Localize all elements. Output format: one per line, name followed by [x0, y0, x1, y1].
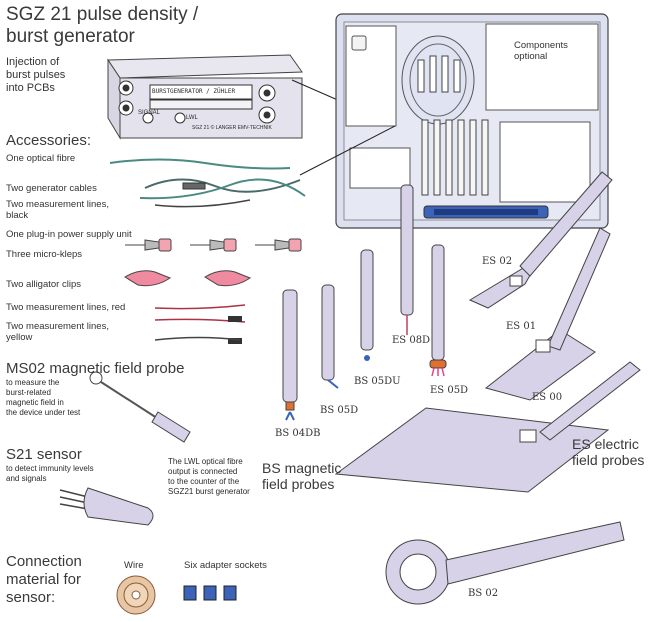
es00-label: ES 00	[532, 392, 563, 403]
bs-heading-line: BS magnetic	[262, 460, 342, 476]
accessory-item: Two measurement lines,	[6, 199, 109, 210]
lwl-note-line: The LWL optical fibre	[168, 457, 243, 466]
accessory-item: Two alligator clips	[6, 279, 81, 290]
micro-kleps	[125, 238, 302, 252]
burst-generator-device	[107, 54, 341, 140]
title-line-2: burst generator	[6, 26, 135, 47]
bs02-label: BS 02	[468, 588, 499, 599]
accessory-item: Two measurement lines, red	[6, 302, 126, 313]
es-heading-line: ES electric	[572, 436, 639, 452]
es08d-label: ES 08D	[392, 335, 431, 346]
lwl-note-line: SGZ21 burst generator	[168, 487, 250, 496]
accessories-heading: Accessories:	[6, 132, 92, 149]
accessory-item: black	[6, 210, 29, 221]
accessory-cables	[109, 158, 306, 344]
carrying-case	[299, 13, 609, 229]
ms02-desc-line: to measure the	[6, 378, 60, 387]
injection-note-line: Injection of	[6, 56, 60, 68]
bs-probes-heading: BS magnetic field probes	[262, 460, 341, 492]
sockets-label: Six adapter sockets	[184, 560, 267, 571]
connection-heading-line: Connection	[6, 553, 82, 570]
s21-description: to detect immunity levels and signals	[6, 464, 94, 484]
bs-probes	[282, 184, 447, 421]
connection-heading: Connection material for sensor:	[6, 553, 82, 607]
wire-spool	[116, 575, 156, 615]
s21-heading: S21 sensor	[6, 446, 82, 463]
bs02-probe	[385, 521, 625, 605]
device-panel-text: BURSTGENERATOR / ZÜHLER	[152, 88, 236, 95]
injection-note-line: burst pulses	[6, 69, 66, 81]
es05d-label: ES 05D	[430, 385, 469, 396]
components-line: Components	[514, 40, 568, 51]
wire-label: Wire	[124, 560, 144, 571]
lwl-note: The LWL optical fibre output is connecte…	[168, 457, 250, 497]
s21-sensor	[59, 487, 154, 526]
components-optional-label: Components optional	[514, 40, 568, 62]
ms02-desc-line: magnetic field in	[6, 398, 64, 407]
es-heading-line: field probes	[572, 452, 645, 468]
lwl-note-line: output is connected	[168, 467, 238, 476]
ms02-desc-line: the device under test	[6, 408, 81, 417]
alligator-clips	[124, 270, 252, 287]
connection-heading-line: material for	[6, 571, 82, 588]
adapter-sockets	[183, 585, 237, 601]
injection-note: Injection of burst pulses into PCBs	[6, 56, 65, 95]
device-lwl-label: LWL	[186, 115, 198, 121]
device-small-text: SGZ 21 © LANGER EMV-TECHNIK	[192, 125, 272, 131]
title-line-1: SGZ 21 pulse density /	[6, 4, 199, 25]
bs05du-label: BS 05DU	[354, 376, 401, 387]
s21-desc-line: and signals	[6, 474, 47, 483]
es-probes	[334, 171, 641, 493]
accessory-item: yellow	[6, 332, 33, 343]
ms02-description: to measure the burst-related magnetic fi…	[6, 378, 80, 418]
es02-label: ES 02	[482, 256, 513, 267]
accessory-item: One optical fibre	[6, 153, 76, 164]
bs05d-label: BS 05D	[320, 405, 359, 416]
page-title: SGZ 21 pulse density / burst generator	[6, 4, 198, 48]
es01-label: ES 01	[506, 321, 537, 332]
lwl-note-line: to the counter of the	[168, 477, 240, 486]
accessory-item: Three micro-kleps	[6, 249, 83, 260]
ms02-probe	[89, 371, 191, 443]
accessory-item: One plug-in power supply unit	[6, 229, 132, 240]
s21-desc-line: to detect immunity levels	[6, 464, 94, 473]
ms02-heading: MS02 magnetic field probe	[6, 360, 185, 377]
injection-note-line: into PCBs	[6, 82, 55, 94]
accessory-item: Two measurement lines,	[6, 321, 109, 332]
bs-heading-line: field probes	[262, 476, 335, 492]
connection-heading-line: sensor:	[6, 589, 56, 606]
components-line: optional	[514, 51, 548, 62]
accessory-item: Two generator cables	[6, 183, 97, 194]
device-signal-label: SIGNAL	[138, 110, 161, 116]
es-probes-heading: ES electric field probes	[572, 436, 644, 468]
bs04db-label: BS 04DB	[275, 428, 321, 439]
ms02-desc-line: burst-related	[6, 388, 51, 397]
